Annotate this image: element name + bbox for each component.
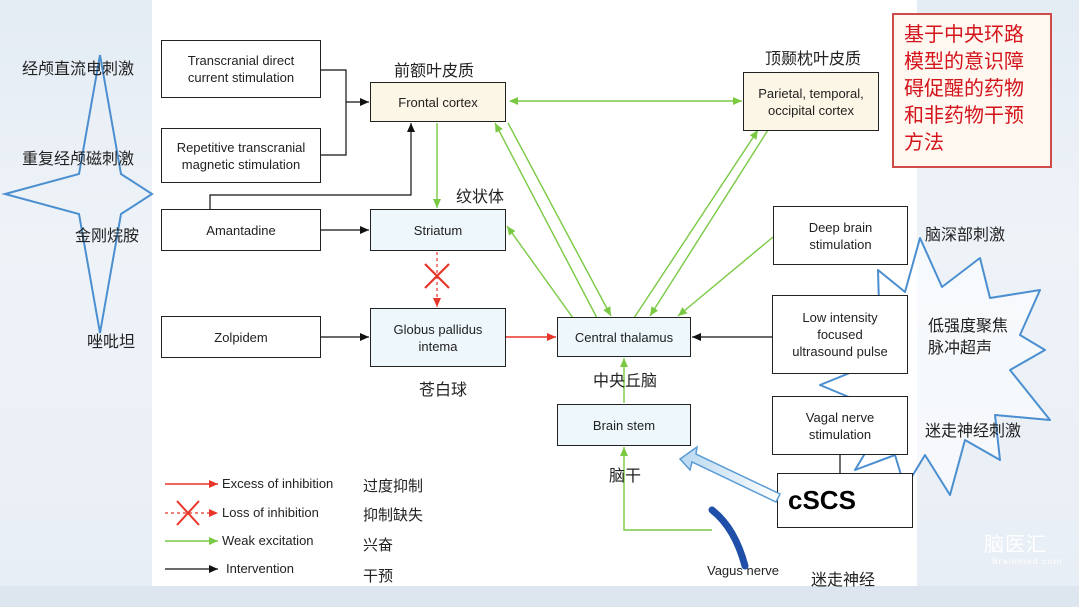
striatum-box: Striatum bbox=[370, 209, 506, 251]
brain-stem-box: Brain stem bbox=[557, 404, 691, 446]
brand-logo: 脑医汇 Brainmed.com bbox=[984, 528, 1068, 576]
link-vagus-brainstem bbox=[620, 447, 712, 531]
rtms-box: Repetitive transcranial magnetic stimula… bbox=[161, 128, 321, 183]
vagus-nerve-label: Vagus nerve bbox=[707, 563, 780, 578]
link-thalamus-frontal bbox=[494, 122, 598, 319]
legend-cn-weak: 兴奋 bbox=[363, 536, 394, 554]
brainstem-cn-label: 脑干 bbox=[609, 466, 642, 485]
cscs-box: cSCS bbox=[777, 473, 913, 528]
deep-brain-stimulation-box: Deep brain stimulation bbox=[773, 206, 908, 265]
legend-label-excess: Excess of inhibition bbox=[222, 476, 334, 491]
slide-title: 基于中央环路 模型的意识障 碍促醒的药物 和非药物干预 方法 bbox=[892, 13, 1052, 168]
vns-cn-label: 迷走神经刺激 bbox=[925, 421, 1022, 440]
legend-cn-loss: 抑制缺失 bbox=[363, 506, 424, 524]
amantadine-box: Amantadine bbox=[161, 209, 321, 251]
link-tdcs-frontal bbox=[321, 69, 369, 106]
thalamus-cn-label: 中央丘脑 bbox=[593, 371, 658, 390]
brand-logo-main: 脑医汇 bbox=[984, 532, 1047, 556]
link-rtms-frontal bbox=[321, 102, 347, 156]
vagus-cn-label: 迷走神经 bbox=[811, 570, 876, 589]
rtms-cn-label: 重复经颅磁刺激 bbox=[22, 149, 135, 168]
brand-logo-sub: Brainmed.com bbox=[992, 557, 1063, 566]
left-star-shape bbox=[1, 54, 154, 334]
legend-cn-excess: 过度抑制 bbox=[363, 477, 424, 495]
striatum-cn-label: 纹状体 bbox=[456, 187, 505, 206]
legend-cn-intervention: 干预 bbox=[363, 567, 394, 585]
vagal-nerve-stimulation-box: Vagal nerve stimulation bbox=[772, 396, 908, 455]
link-parietal-thalamus bbox=[649, 129, 769, 317]
legend-label-intervention: Intervention bbox=[226, 561, 294, 576]
globus-pallidus-box: Globus pallidus intema bbox=[370, 308, 506, 367]
dbs-cn-label: 脑深部刺激 bbox=[925, 225, 1006, 244]
link-amantadine-frontal bbox=[209, 123, 415, 209]
legend-red-cross bbox=[176, 500, 200, 526]
legend-label-loss: Loss of inhibition bbox=[222, 505, 319, 520]
link-dbs-thalamus bbox=[677, 236, 774, 317]
loss-of-inhibition-cross bbox=[424, 263, 450, 289]
ultrasound-pulse-box: Low intensity focused ultrasound pulse bbox=[772, 295, 908, 374]
zolpidem-cn-label: 唑吡坦 bbox=[87, 332, 136, 351]
parietal-cn-label: 顶颞枕叶皮质 bbox=[765, 49, 862, 68]
central-thalamus-box: Central thalamus bbox=[557, 317, 691, 357]
legend-label-weak: Weak excitation bbox=[222, 533, 314, 548]
amantadine-cn-label: 金刚烷胺 bbox=[75, 226, 140, 245]
bottom-band bbox=[0, 586, 1079, 607]
tdcs-box: Transcranial direct current stimulation bbox=[161, 40, 321, 98]
frontal-cn-label: 前额叶皮质 bbox=[394, 61, 475, 80]
link-frontal-thalamus bbox=[507, 122, 612, 317]
tdcs-cn-label: 经颅直流电刺激 bbox=[22, 59, 135, 78]
lifup-cn-label: 低强度聚焦 脉冲超声 bbox=[928, 316, 1009, 357]
link-thalamus-parietal bbox=[633, 129, 759, 319]
globus-cn-label: 苍白球 bbox=[419, 380, 468, 399]
parietal-cortex-box: Parietal, temporal, occipital cortex bbox=[743, 72, 879, 131]
link-thalamus-striatum bbox=[506, 225, 574, 319]
zolpidem-box: Zolpidem bbox=[161, 316, 321, 358]
frontal-cortex-box: Frontal cortex bbox=[370, 82, 506, 122]
vagus-nerve-shape bbox=[708, 506, 749, 570]
